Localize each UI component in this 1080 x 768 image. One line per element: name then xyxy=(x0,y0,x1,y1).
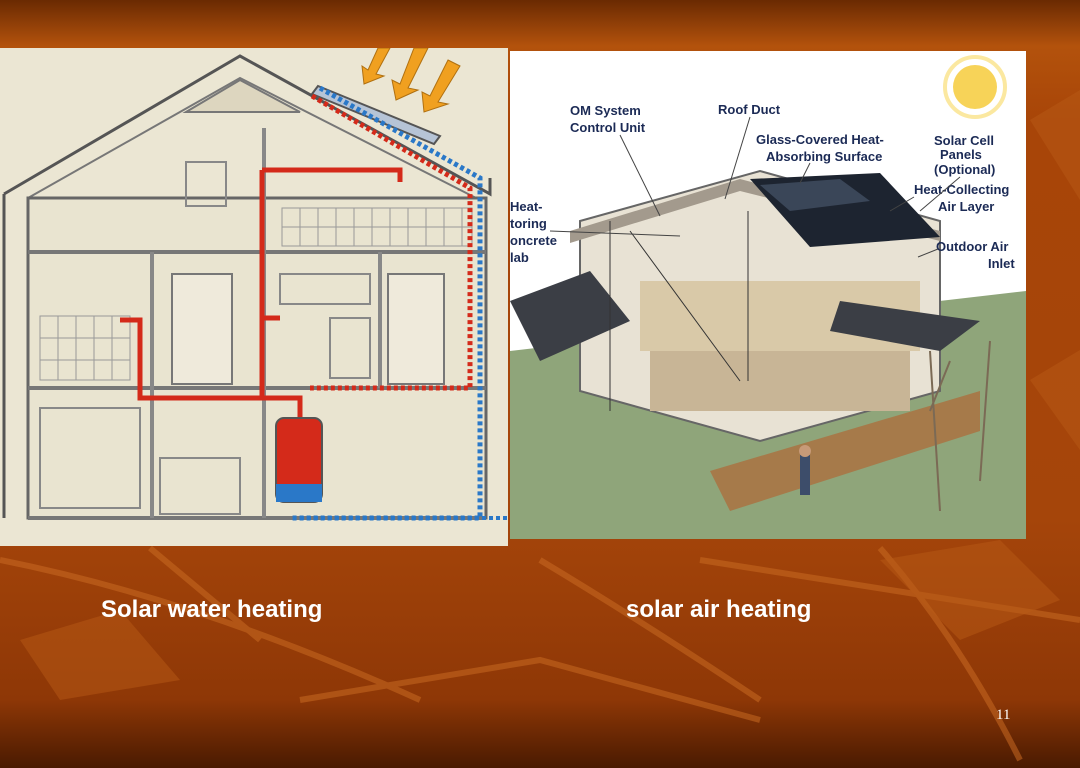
label-storing: toring xyxy=(510,216,547,231)
slide-number: 11 xyxy=(996,707,1011,723)
sun-icon xyxy=(953,65,997,109)
label-outdoor-air: Outdoor Air xyxy=(936,239,1008,254)
label-om-system: OM System xyxy=(570,103,641,118)
label-absorbing-surface: Absorbing Surface xyxy=(766,149,882,164)
water-heating-illustration xyxy=(2,48,508,521)
label-solar-cell: Solar Cell xyxy=(934,133,994,148)
label-concrete: oncrete xyxy=(510,233,557,248)
label-air-layer: Air Layer xyxy=(938,199,994,214)
caption-solar-air-heating: solar air heating xyxy=(626,596,812,623)
caption-solar-water-heating: Solar water heating xyxy=(101,596,323,623)
label-roof-duct: Roof Duct xyxy=(718,102,781,117)
label-control-unit: Control Unit xyxy=(570,120,646,135)
label-panels: Panels xyxy=(940,147,982,162)
label-slab: lab xyxy=(510,250,529,265)
solar-water-heating-diagram xyxy=(0,48,508,546)
label-heat: Heat- xyxy=(510,199,543,214)
air-heating-illustration: OM System Control Unit Roof Duct Glass-C… xyxy=(510,55,1026,539)
solar-air-heating-diagram: OM System Control Unit Roof Duct Glass-C… xyxy=(510,51,1026,539)
label-heat-collecting: Heat-Collecting xyxy=(914,182,1009,197)
label-inlet: Inlet xyxy=(988,256,1015,271)
label-glass-covered: Glass-Covered Heat- xyxy=(756,132,884,147)
label-optional: (Optional) xyxy=(934,162,995,177)
